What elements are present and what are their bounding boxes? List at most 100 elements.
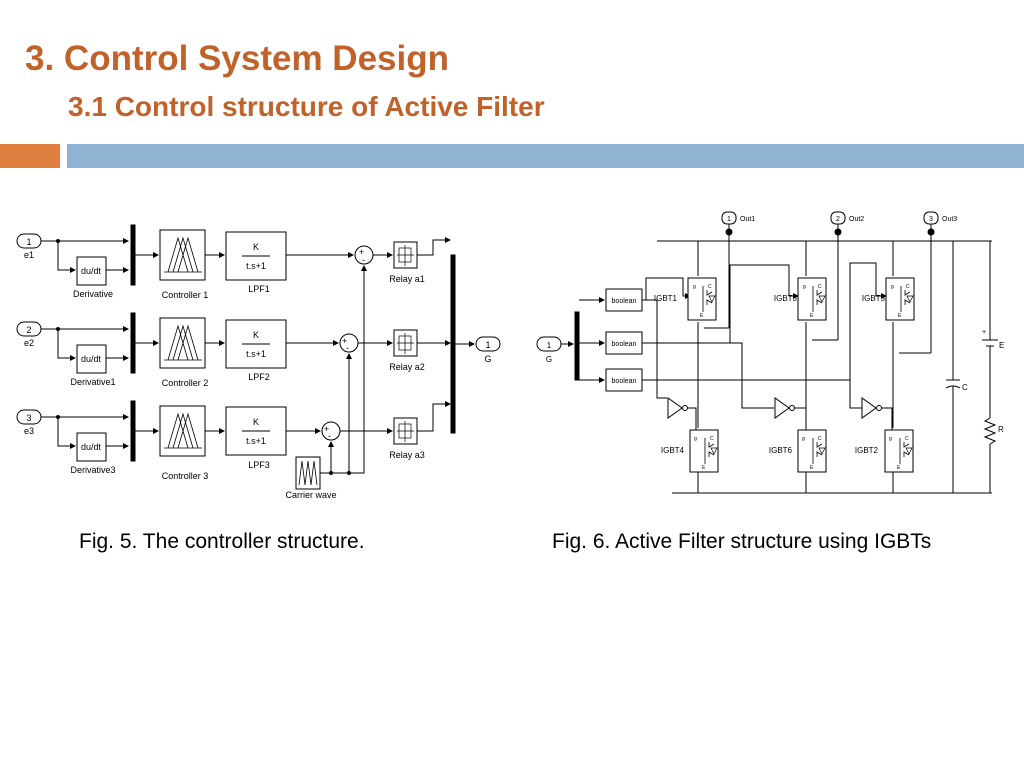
lpf-numerator: K: [253, 242, 259, 252]
igbt-pin-g: g: [889, 436, 892, 442]
sum-minus: -: [328, 431, 331, 441]
igbt-pin-g: g: [693, 284, 696, 290]
controller-row-2: 2 e2 du/dt Derivative1 Controller 2 K t.…: [16, 312, 451, 388]
boolean-text: boolean: [612, 341, 637, 348]
lpf-denominator: t.s+1: [246, 436, 266, 446]
controller-label: Controller 2: [162, 378, 209, 388]
dc-link-capacitor: C: [945, 241, 968, 493]
igbt-pin-g: g: [802, 436, 805, 442]
out-port-number: 1: [727, 216, 731, 223]
igbt-6: IGBT6 g C E: [769, 429, 827, 493]
derivative-block-2: [76, 344, 107, 374]
sum-plus: +: [359, 247, 364, 257]
output-mux-bar: [450, 254, 456, 434]
igbt-label: IGBT5: [862, 294, 886, 303]
igbt-5: IGBT5 g C E: [862, 241, 915, 428]
controller-row-3: 3 e3 du/dt Derivative3 Controller 3 K t.…: [16, 400, 451, 481]
controller-diagram: 1 e1 du/dt Derivative Controller 1 K t.s…: [16, 224, 501, 500]
dc-source-and-resistor: + E R: [982, 241, 1004, 493]
igbt-pin-c: C: [710, 436, 714, 442]
igbt-label: IGBT4: [661, 446, 685, 455]
controller-label: Controller 3: [162, 471, 209, 481]
source-label: E: [999, 341, 1004, 350]
slide-subtitle: 3.1 Control structure of Active Filter: [68, 91, 545, 122]
boolean-text: boolean: [612, 298, 637, 305]
relay-label: Relay a3: [389, 450, 425, 460]
derivative-label: Derivative1: [70, 377, 115, 387]
figure-5-caption: Fig. 5. The controller structure.: [79, 530, 365, 553]
derivative-block-text: du/dt: [81, 442, 102, 452]
output-port-g: [475, 336, 501, 352]
input-port-label: e2: [24, 338, 34, 348]
igbt-4: IGBT4 g C E: [661, 429, 719, 493]
lpf-numerator: K: [253, 330, 259, 340]
lpf-numerator: K: [253, 417, 259, 427]
relay-label: Relay a2: [389, 362, 425, 372]
derivative-label: Derivative: [73, 289, 113, 299]
igbt-pin-c: C: [818, 284, 822, 290]
not-gate-1: [667, 397, 699, 437]
svg-text:+: +: [982, 329, 986, 336]
lpf-denominator: t.s+1: [246, 261, 266, 271]
slide-title: 3. Control System Design: [25, 39, 449, 78]
lpf-block-2: [225, 319, 287, 369]
igbt-pin-e: E: [897, 465, 901, 471]
igbt-3: IGBT3 g C E: [774, 241, 827, 428]
out-port-1: 1 Out1: [704, 211, 755, 329]
lpf-label: LPF3: [248, 460, 270, 470]
igbt-label: IGBT1: [654, 294, 678, 303]
igbt-pin-g: g: [803, 284, 806, 290]
fuzzy-controller-2: [159, 317, 206, 369]
derivative-block-3: [76, 432, 107, 462]
igbt-2: IGBT2 g C E: [855, 429, 914, 493]
input-port-number: 2: [26, 325, 31, 335]
not-gate-2: [774, 397, 809, 437]
igbt-pin-e: E: [700, 313, 704, 319]
lpf-label: LPF2: [248, 372, 270, 382]
fuzzy-controller-3: [159, 405, 206, 457]
relay-label: Relay a1: [389, 274, 425, 284]
igbt-pin-g: g: [694, 436, 697, 442]
sum-plus: +: [324, 424, 329, 434]
derivative-block-text: du/dt: [81, 266, 102, 276]
out-port-label: Out1: [740, 216, 755, 223]
input-port-number: 1: [26, 237, 31, 247]
mux-bar-1: [130, 224, 136, 286]
input-port-number: 3: [26, 413, 31, 423]
header-bar: [67, 144, 1024, 168]
fuzzy-controller-1: [159, 229, 206, 281]
lpf-denominator: t.s+1: [246, 349, 266, 359]
sum-minus: -: [362, 255, 365, 265]
input-port-label: e3: [24, 426, 34, 436]
igbt-pin-e: E: [810, 465, 814, 471]
controller-row-1: 1 e1 du/dt Derivative Controller 1 K t.s…: [16, 224, 451, 300]
out-port-3: 3 Out3: [899, 211, 957, 354]
out-port-label: Out2: [849, 216, 864, 223]
figure-6-caption: Fig. 6. Active Filter structure using IG…: [552, 530, 932, 553]
not-gate-3: [861, 397, 895, 437]
igbt-pin-g: g: [891, 284, 894, 290]
out-port-2: 2 Out2: [812, 211, 864, 341]
mux-bar-2: [130, 312, 136, 374]
igbt-pin-c: C: [818, 436, 822, 442]
controller-label: Controller 1: [162, 290, 209, 300]
igbt-pin-e: E: [810, 313, 814, 319]
derivative-block-text: du/dt: [81, 354, 102, 364]
sum-plus: +: [342, 336, 347, 346]
igbt-pin-c: C: [906, 284, 910, 290]
demux-bar: [574, 311, 580, 381]
input-port-label: G: [546, 355, 552, 364]
igbt-pin-c: C: [708, 284, 712, 290]
active-filter-diagram: 1 G boolean boolean boolean: [536, 211, 1004, 494]
lpf-label: LPF1: [248, 284, 270, 294]
igbt-pin-e: E: [898, 313, 902, 319]
out-port-label: Out3: [942, 216, 957, 223]
igbt-pin-e: E: [702, 465, 706, 471]
igbt-label: IGBT6: [769, 446, 793, 455]
resistor-label: R: [998, 425, 1004, 434]
capacitor-label: C: [962, 383, 968, 392]
out-port-number: 3: [929, 216, 933, 223]
igbt-pin-c: C: [905, 436, 909, 442]
igbt-label: IGBT3: [774, 294, 798, 303]
